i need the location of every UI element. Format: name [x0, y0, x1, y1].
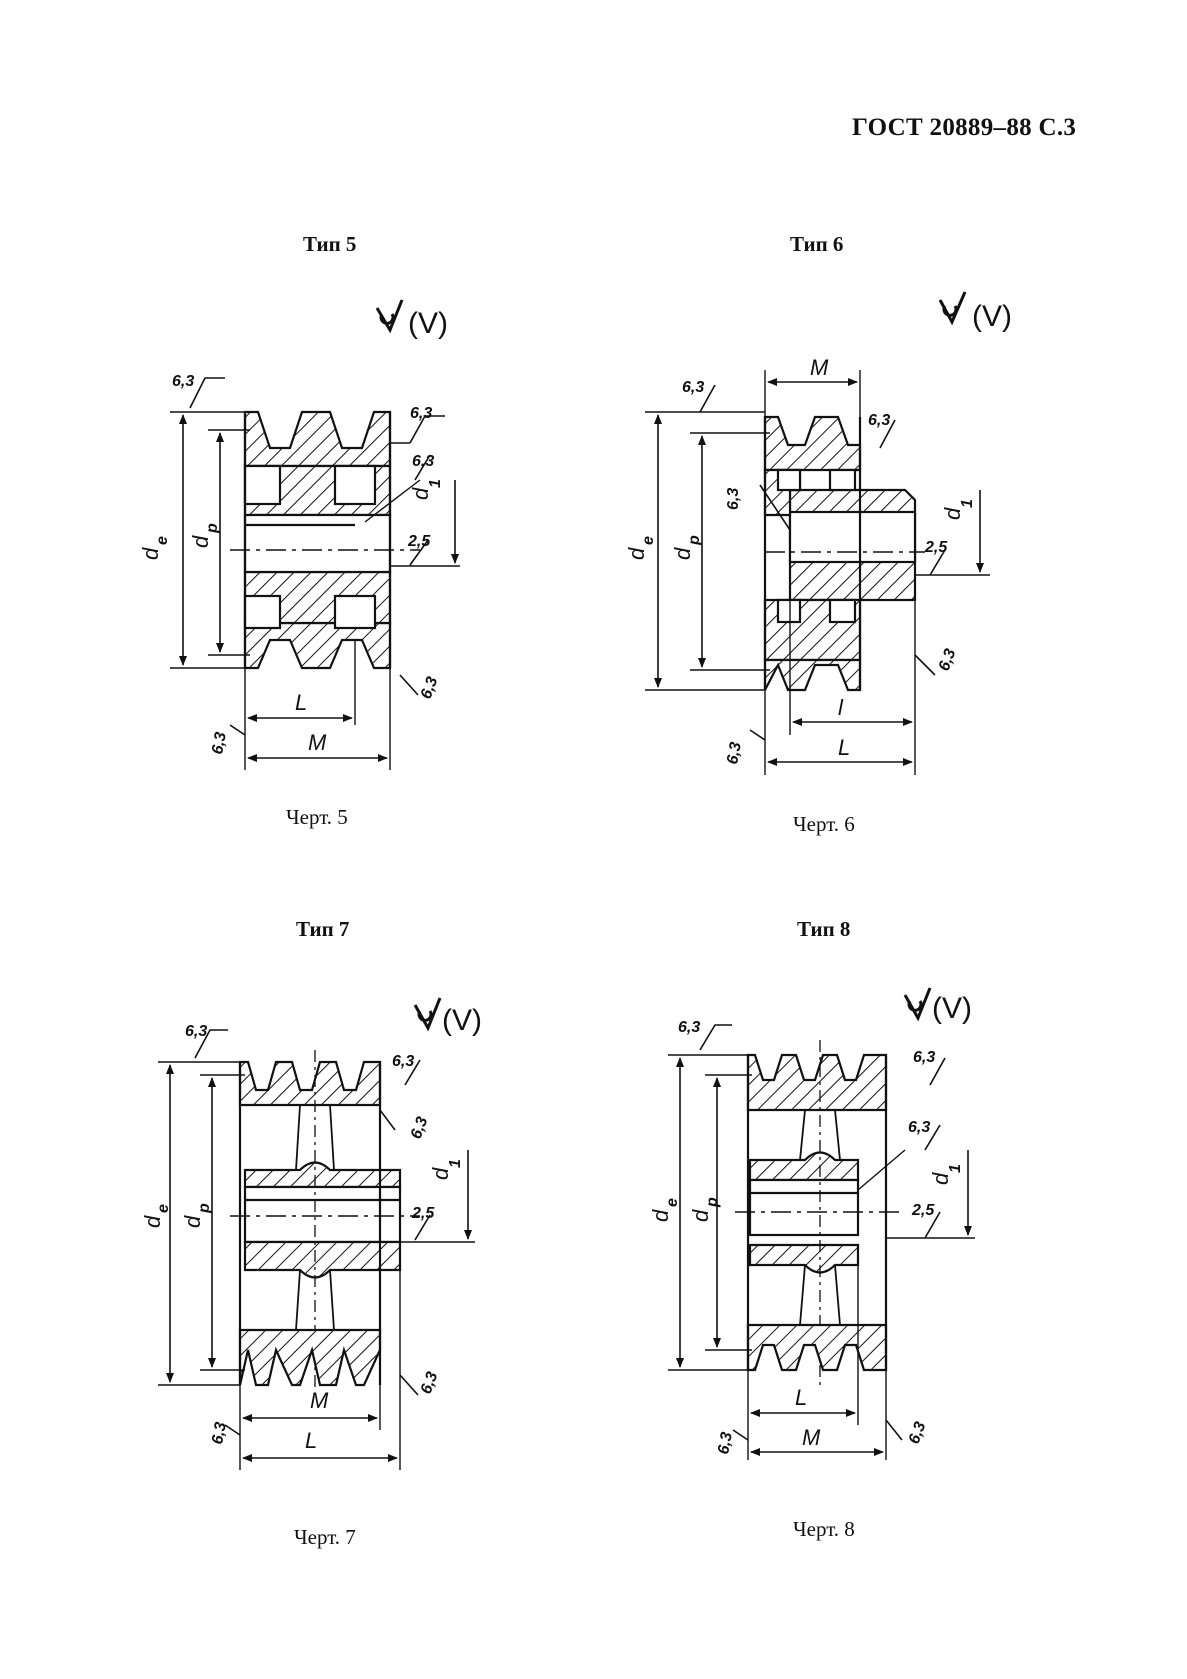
pulley-5-window-lr — [333, 594, 377, 630]
drawing-type-8 — [668, 987, 975, 1460]
svg-text:(V): (V) — [972, 300, 1012, 333]
figure-5-caption: Черт. 5 — [286, 805, 348, 829]
pulley-8-bore — [748, 1178, 860, 1237]
svg-text:M: M — [810, 355, 829, 380]
svg-text:6,3: 6,3 — [418, 675, 442, 702]
svg-text:d: d — [180, 1215, 205, 1228]
svg-text:d: d — [624, 547, 649, 560]
svg-text:6,3: 6,3 — [185, 1023, 207, 1040]
svg-text:M: M — [310, 1388, 329, 1413]
svg-text:e: e — [640, 536, 657, 545]
pulley-6-lower-rim — [763, 658, 862, 692]
pulley-8-hub-upper — [748, 1151, 860, 1182]
svg-text:1: 1 — [959, 499, 976, 508]
svg-text:(V): (V) — [932, 992, 972, 1025]
svg-text:6,3: 6,3 — [392, 1053, 414, 1070]
t5-de: d — [138, 547, 163, 560]
drawing-type-6 — [645, 291, 990, 775]
svg-text:6,3: 6,3 — [715, 1431, 736, 1456]
pulley-7-upper-rim — [238, 1060, 382, 1107]
svg-text:2,5: 2,5 — [411, 1205, 435, 1222]
pulley-8-lower-rim — [746, 1323, 888, 1372]
pulley-6-bore — [788, 510, 917, 564]
labels-type-6: d e d p d 1 M l L 6,3 6,3 6,3 2,5 6,3 6,… — [624, 300, 1012, 766]
svg-text:6,3: 6,3 — [908, 1119, 930, 1136]
svg-text:d: d — [928, 1172, 953, 1185]
pulley-5-window-ul — [243, 464, 282, 506]
svg-text:6,3: 6,3 — [412, 453, 434, 470]
svg-text:d: d — [428, 1167, 453, 1180]
svg-text:2,5: 2,5 — [911, 1202, 935, 1219]
svg-text:6,3: 6,3 — [678, 1019, 700, 1036]
t5-M: M — [308, 730, 327, 755]
pulley-5-upper-rim — [243, 410, 392, 468]
type-6-caption: Тип 6 — [790, 232, 844, 256]
svg-text:6,3: 6,3 — [408, 1115, 432, 1142]
figure-7-caption: Черт. 7 — [294, 1525, 356, 1549]
svg-text:6,3: 6,3 — [936, 647, 960, 674]
svg-text:6,3: 6,3 — [682, 379, 704, 396]
pulley-7-hub-upper — [243, 1161, 402, 1189]
type-7-caption: Тип 7 — [296, 917, 350, 941]
svg-text:e: e — [155, 1204, 172, 1213]
labels-type-5: d e d p d 1 L M 6,3 6,3 6,3 2,5 6,3 6,3 … — [138, 307, 448, 756]
pulley-7-lower-rim — [238, 1328, 382, 1387]
svg-text:L: L — [795, 1385, 807, 1410]
svg-text:1: 1 — [447, 1159, 464, 1168]
svg-text:L: L — [838, 735, 850, 760]
type-5-caption: Тип 5 — [303, 232, 357, 256]
svg-text:6,3: 6,3 — [913, 1049, 935, 1066]
svg-text:2,5: 2,5 — [407, 533, 431, 550]
svg-text:d: d — [670, 547, 695, 560]
svg-text:(V): (V) — [408, 307, 448, 340]
svg-text:p: p — [204, 523, 221, 534]
svg-text:d: d — [688, 1209, 713, 1222]
svg-text:e: e — [154, 536, 171, 545]
pulley-5-bore — [243, 513, 392, 574]
t5-L: L — [295, 690, 307, 715]
svg-text:L: L — [305, 1428, 317, 1453]
svg-text:d: d — [140, 1215, 165, 1228]
svg-text:1: 1 — [947, 1164, 964, 1173]
svg-text:l: l — [838, 695, 844, 720]
drawing-type-7 — [158, 997, 475, 1470]
labels-type-7: d e d p d 1 M L 6,3 6,3 6,3 2,5 6,3 6,3 … — [140, 1004, 482, 1453]
svg-text:6,3: 6,3 — [725, 488, 742, 510]
svg-text:d: d — [648, 1209, 673, 1222]
svg-text:6,3: 6,3 — [724, 741, 745, 766]
pulley-5-lower-rim — [243, 621, 392, 670]
t5-d1: d — [408, 487, 433, 500]
svg-text:p: p — [196, 1203, 213, 1214]
svg-text:6,3: 6,3 — [906, 1420, 930, 1447]
svg-text:6,3: 6,3 — [868, 412, 890, 429]
svg-text:p: p — [704, 1197, 721, 1208]
page-header: ГОСТ 20889–88 С.3 — [852, 114, 1077, 141]
svg-text:1: 1 — [427, 479, 444, 488]
svg-text:d: d — [940, 507, 965, 520]
svg-text:e: e — [664, 1198, 681, 1207]
drawing-type-5 — [170, 299, 460, 770]
svg-text:p: p — [686, 535, 703, 546]
pulley-7-hub-lower — [243, 1240, 402, 1279]
svg-text:M: M — [802, 1425, 821, 1450]
pulley-6-upper-rim — [763, 415, 862, 472]
labels-type-8: d e d p d 1 L M 6,3 6,3 6,3 2,5 6,3 6,3 … — [648, 992, 972, 1456]
pulley-8-upper-rim — [746, 1053, 888, 1112]
svg-text:6,3: 6,3 — [172, 373, 194, 390]
pulley-5-window-ur — [333, 464, 377, 506]
svg-text:6,3: 6,3 — [418, 1370, 442, 1397]
svg-text:6,3: 6,3 — [209, 731, 230, 756]
pulley-7-bore — [243, 1185, 402, 1244]
svg-text:2,5: 2,5 — [924, 539, 948, 556]
svg-text:6,3: 6,3 — [209, 1421, 230, 1446]
pulley-5-window-ll — [243, 594, 282, 630]
figure-8-caption: Черт. 8 — [793, 1517, 855, 1541]
svg-text:6,3: 6,3 — [410, 405, 432, 422]
figure-6-caption: Черт. 6 — [793, 812, 855, 836]
t5-dp: d — [188, 535, 213, 548]
svg-text:(V): (V) — [442, 1004, 482, 1037]
type-8-caption: Тип 8 — [797, 917, 851, 941]
